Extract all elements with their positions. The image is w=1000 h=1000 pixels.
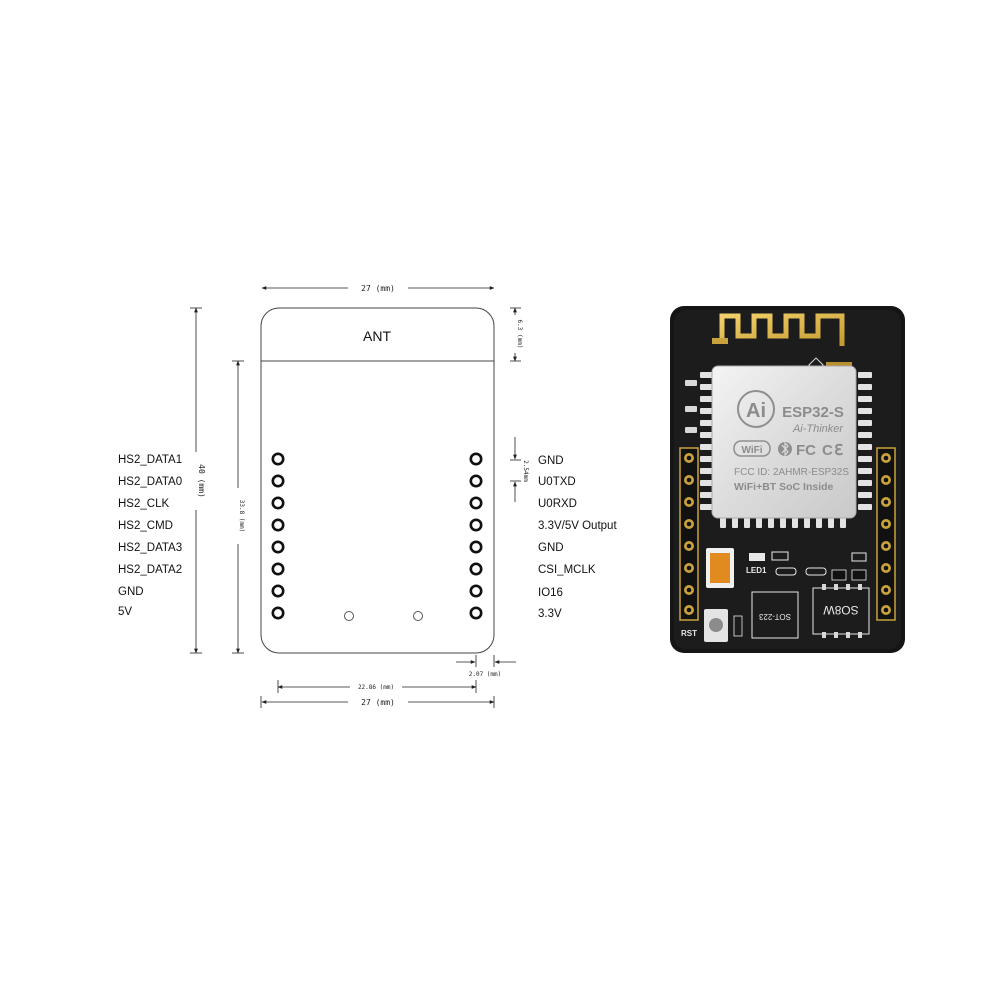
pin-hole [469, 606, 483, 620]
reset-label: RST [681, 629, 697, 638]
ce-mark: C [822, 442, 833, 459]
pin-hole [271, 496, 285, 510]
right-pin-label: 3.3V/5V Output [538, 520, 617, 532]
pin-hole [271, 474, 285, 488]
pin-hole [469, 562, 483, 576]
reset-button-icon[interactable] [704, 609, 728, 642]
antenna-height-label: 6.3 (mm) [516, 320, 523, 349]
height-label: 40 (mm) [197, 464, 206, 498]
flash-label: SO8W [823, 603, 859, 617]
esp32-module-shield [711, 365, 857, 519]
left-pin-label: 5V [118, 606, 132, 618]
mount-hole [344, 611, 354, 621]
board-outline [260, 307, 495, 654]
bluetooth-icon [778, 441, 792, 457]
ce-mark-second: ℇ [834, 442, 843, 459]
right-pin-label: GND [538, 455, 564, 467]
right-pin-label: GND [538, 542, 564, 554]
right-pin-label: CSI_MCLK [538, 564, 596, 576]
left-pin-label: GND [118, 586, 144, 598]
top-width-label: 27 (mm) [361, 284, 395, 293]
fcc-mark: FC [796, 442, 816, 459]
svg-text:Ai: Ai [746, 400, 766, 422]
left-pin-label: HS2_DATA0 [118, 476, 182, 488]
regulator-outline [751, 591, 799, 639]
left-pin-label: HS2_DATA1 [118, 454, 182, 466]
antenna-trace-icon [719, 313, 845, 346]
ai-logo-icon: Ai [737, 390, 775, 428]
module-tagline: WiFi+BT SoC Inside [734, 481, 834, 493]
pin-pitch-label: 2.54mm [522, 460, 529, 482]
wifi-logo [733, 440, 771, 457]
right-pin-label: U0RXD [538, 498, 577, 510]
right-header [876, 447, 896, 621]
pin-hole [469, 452, 483, 466]
bottom-width-label: 27 (mm) [361, 698, 395, 707]
led-label: LED1 [746, 566, 767, 575]
right-pin-label: U0TXD [538, 476, 576, 488]
antenna-label: ANT [363, 328, 391, 344]
pin-hole [469, 496, 483, 510]
right-pin-label: IO16 [538, 587, 563, 599]
left-pin-labels: HS2_DATA1 HS2_DATA0 HS2_CLK HS2_CMD HS2_… [118, 454, 182, 618]
module-title: ESP32-S [782, 404, 844, 421]
right-pin-holes [469, 452, 483, 620]
left-pin-label: HS2_CLK [118, 498, 169, 510]
pin-hole [469, 584, 483, 598]
pin-spacing-label: 22.86 (mm) [358, 684, 394, 691]
pin-hole [469, 518, 483, 532]
mount-hole [413, 611, 423, 621]
regulator-label: SOT-223 [758, 612, 791, 621]
pin-hole [271, 584, 285, 598]
left-pin-label: HS2_CMD [118, 520, 173, 532]
pin-hole [469, 540, 483, 554]
pin-hole [271, 606, 285, 620]
pin-hole [271, 518, 285, 532]
edge-offset-label: 2.07 (mm) [469, 671, 502, 678]
left-pin-holes [271, 452, 285, 620]
left-header [679, 447, 699, 621]
pin-hole [271, 540, 285, 554]
svg-text:WiFi: WiFi [741, 445, 762, 456]
pin-height-label: 33.8 (mm) [238, 500, 245, 533]
left-pin-label: HS2_DATA2 [118, 564, 182, 576]
pin-hole [271, 562, 285, 576]
pin-hole [469, 474, 483, 488]
left-pin-label: HS2_DATA3 [118, 542, 182, 554]
fcc-id: FCC ID: 2AHMR-ESP32S [734, 467, 849, 478]
module-brand: Ai-Thinker [792, 423, 844, 435]
pin-hole [271, 452, 285, 466]
flash-outline [812, 587, 870, 635]
right-pin-labels: GND U0TXD U0RXD 3.3V/5V Output GND CSI_M… [538, 455, 617, 620]
right-pin-label: 3.3V [538, 608, 562, 620]
